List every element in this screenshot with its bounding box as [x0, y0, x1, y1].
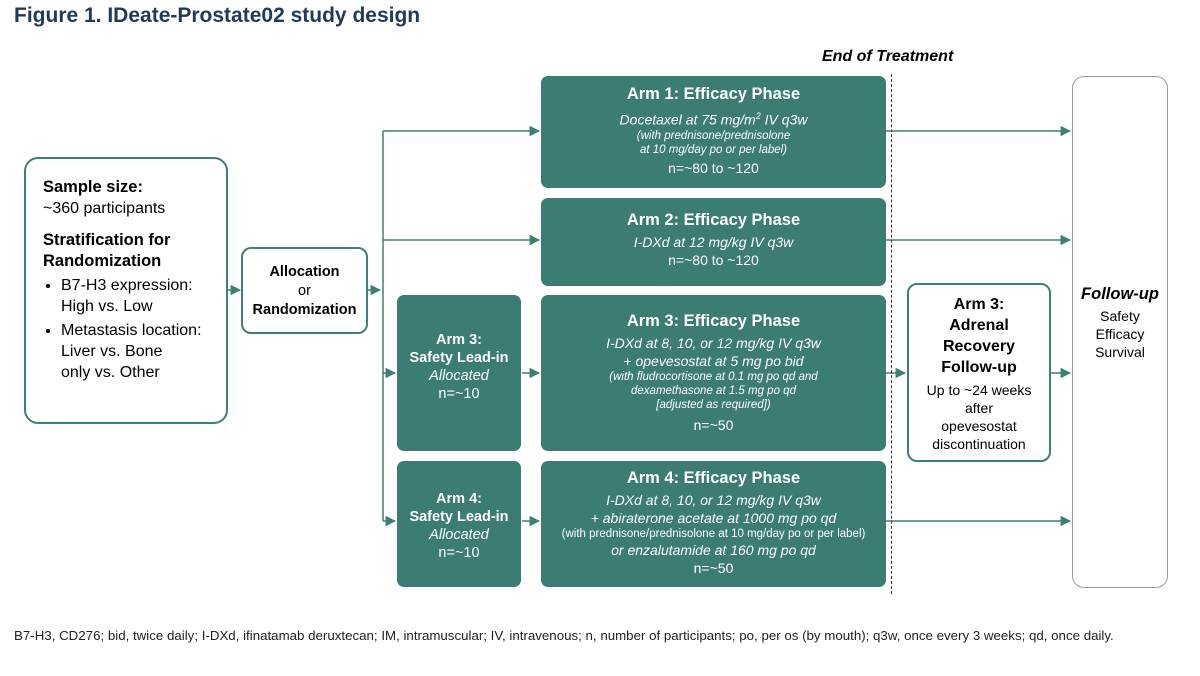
arm4-safety-leadin-box: Arm 4: Safety Lead-in Allocated n=~10 [397, 461, 521, 587]
follow-up-box: Follow-up Safety Efficacy Survival [1072, 76, 1168, 588]
arm2-title: Arm 2: Efficacy Phase [626, 211, 801, 229]
abbreviations-footnote: B7-H3, CD276; bid, twice daily; I-DXd, i… [14, 628, 1114, 643]
stratification-item: B7-H3 expression: High vs. Low [61, 275, 218, 317]
sample-size-box: Sample size: ~360 participants Stratific… [24, 157, 228, 424]
arm1-n: n=~80 to ~120 [668, 159, 759, 176]
follow-up-item: Efficacy [1095, 326, 1145, 342]
allocation-box: Allocation or Randomization [241, 247, 368, 334]
arm1-title: Arm 1: Efficacy Phase [626, 85, 801, 103]
arm3-title: Arm 3: Efficacy Phase [626, 312, 801, 330]
sample-size-value: ~360 participants [43, 200, 166, 217]
end-of-treatment-label: End of Treatment [822, 48, 954, 65]
arm3-n: n=~50 [693, 417, 734, 433]
stratification-heading: Stratification for Randomization [43, 231, 171, 270]
arm1-drug: Docetaxel at 75 mg/m2 IV q3w [619, 111, 808, 128]
arm3-efficacy-box: Arm 3: Efficacy Phase I-DXd at 8, 10, or… [541, 295, 886, 451]
follow-up-item: Safety [1100, 308, 1140, 324]
adrenal-recovery-box: Arm 3: Adrenal Recovery Follow-up Up to … [907, 283, 1051, 462]
arm1-efficacy-box: Arm 1: Efficacy Phase Docetaxel at 75 mg… [541, 76, 886, 188]
figure-title: Figure 1. IDeate-Prostate02 study design [14, 4, 421, 27]
end-of-treatment-divider [891, 74, 892, 594]
stratification-list: B7-H3 expression: High vs. Low Metastasi… [43, 275, 218, 383]
arm4-n: n=~50 [693, 560, 734, 576]
sample-size-heading: Sample size: [43, 178, 143, 196]
arm4-efficacy-box: Arm 4: Efficacy Phase I-DXd at 8, 10, or… [541, 461, 886, 587]
arm2-drug: I-DXd at 12 mg/kg IV q3w [633, 234, 794, 250]
arm2-n: n=~80 to ~120 [668, 252, 759, 268]
arm3-safety-leadin-box: Arm 3: Safety Lead-in Allocated n=~10 [397, 295, 521, 451]
follow-up-item: Survival [1095, 344, 1145, 360]
follow-up-title: Follow-up [1081, 285, 1159, 303]
arm4-title: Arm 4: Efficacy Phase [626, 469, 801, 487]
stratification-item: Metastasis location: Liver vs. Bone only… [61, 320, 218, 383]
arm2-efficacy-box: Arm 2: Efficacy Phase I-DXd at 12 mg/kg … [541, 198, 886, 286]
